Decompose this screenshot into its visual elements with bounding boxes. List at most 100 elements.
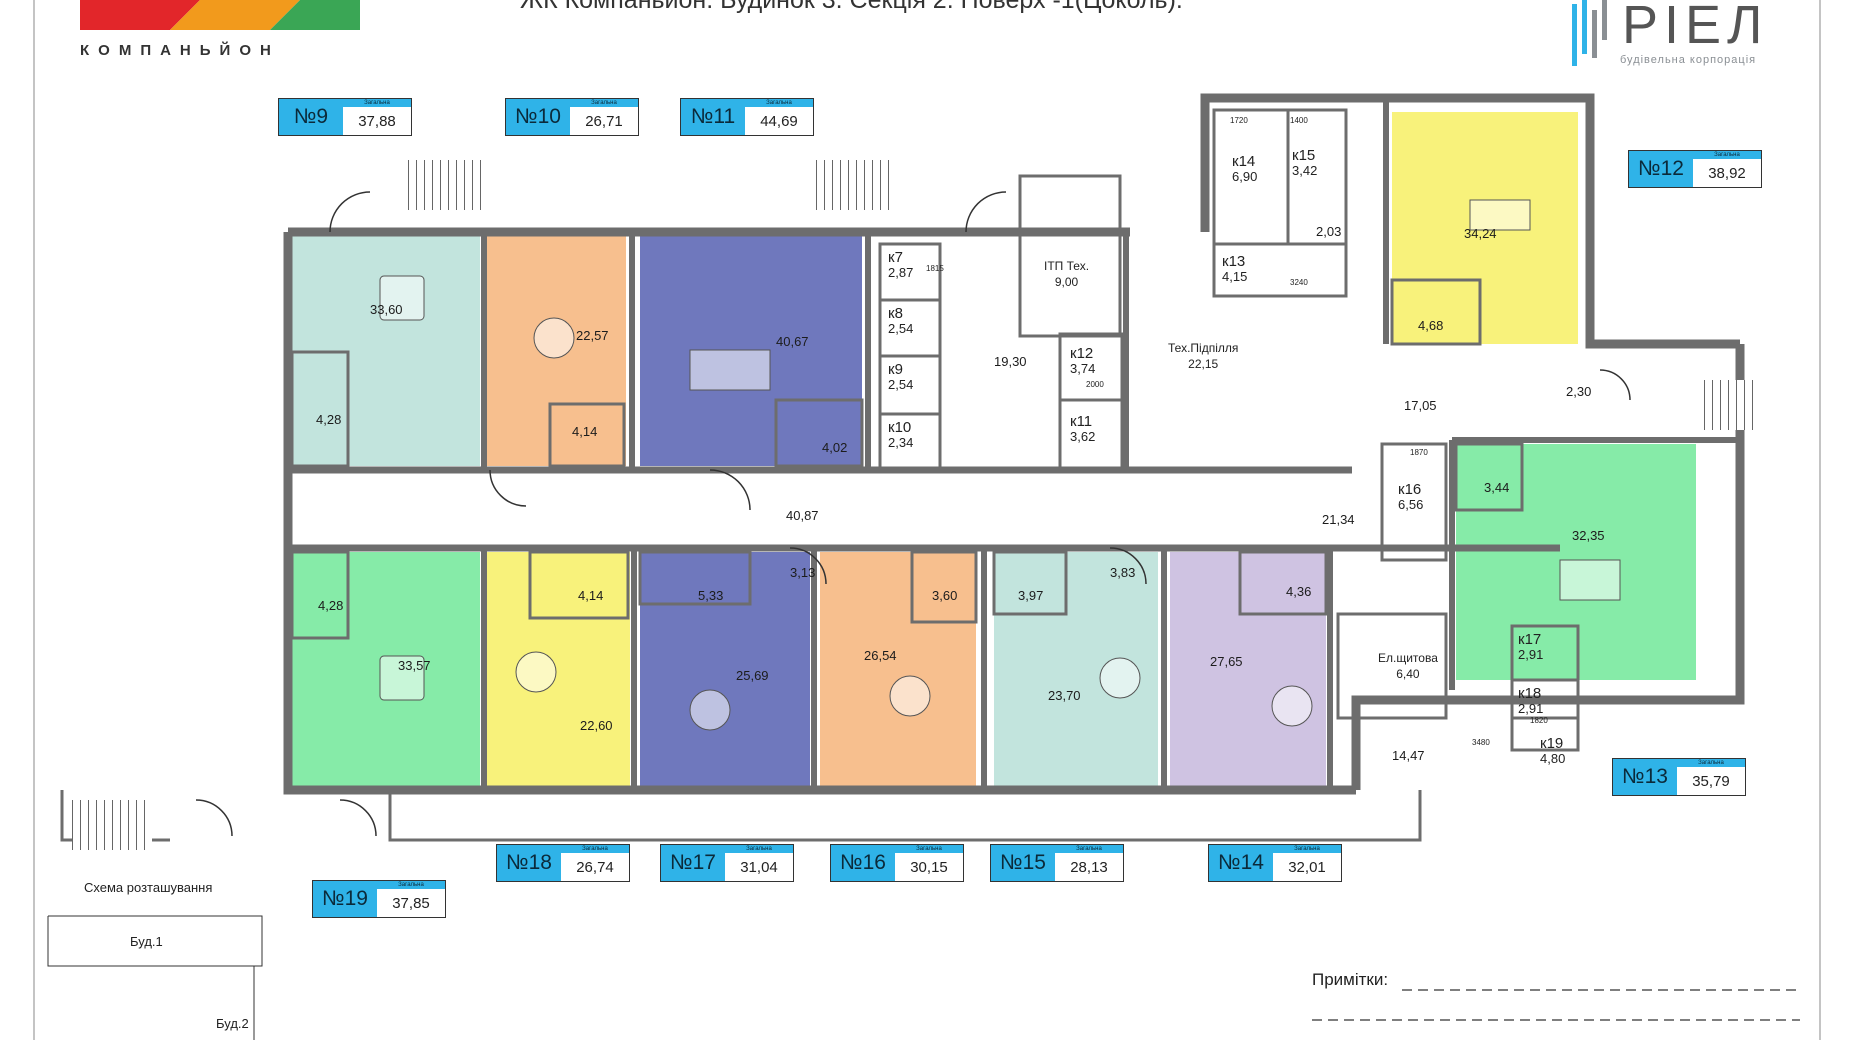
apartment-area: 31,04	[740, 859, 778, 876]
room-fills	[290, 112, 1696, 788]
scheme-bud1: Буд.1	[130, 934, 163, 949]
storage-name: к11	[1070, 413, 1093, 430]
stairs-e	[1700, 380, 1760, 430]
apt18-bath-walls	[528, 550, 630, 620]
dimension-1400: 1400	[1290, 116, 1308, 125]
apt14-fill	[1170, 552, 1326, 788]
apartment-number: №15	[991, 845, 1055, 881]
storage-area: 3,42	[1292, 163, 1318, 178]
room-area-a10-bath: 4,14	[572, 424, 598, 439]
room-area-a13-main: 32,35	[1572, 528, 1605, 543]
room-area-hall-2: 14,47	[1392, 748, 1425, 763]
apartment-area: 28,13	[1070, 859, 1108, 876]
storage-area: 2,54	[888, 321, 914, 336]
room-area-a18-bath: 4,14	[578, 588, 604, 603]
apt18-fill	[484, 552, 630, 788]
apartment-area: 35,79	[1692, 773, 1730, 790]
storage-name: к13	[1222, 253, 1246, 270]
room-area-a15-bath: 3,97	[1018, 588, 1044, 603]
riel-logo-mark	[1572, 0, 1607, 66]
storage-area: 2,91	[1518, 701, 1544, 716]
kompanion-logo-text: КОМПАНЬЙОН	[80, 42, 280, 59]
storage-name: к9	[888, 361, 903, 378]
storage-area: 6,56	[1398, 497, 1424, 512]
storage-area: 3,74	[1070, 361, 1096, 376]
tech-room-label: Тех.Підпілля 22,15	[1168, 340, 1238, 372]
apartment-number: №19	[313, 881, 377, 917]
wall-outer-south	[283, 232, 1356, 795]
storage-area: 2,34	[888, 435, 914, 450]
room-area-vest-2: 3,83	[1110, 565, 1136, 580]
room-area-a19-bath: 4,28	[318, 598, 344, 613]
apartment-area-caption: Загальна	[1677, 759, 1745, 767]
room-area-a18-main: 22,60	[580, 718, 613, 733]
apartment-area: 38,92	[1708, 165, 1746, 182]
storage-name: к7	[888, 249, 903, 266]
apartment-area-caption: Загальна	[343, 99, 411, 107]
notes-label: Примітки:	[1312, 970, 1389, 989]
room-area-a13-bath: 3,44	[1484, 480, 1510, 495]
apartment-number: №9	[279, 99, 343, 135]
apartment-area: 37,88	[358, 113, 396, 130]
room-area-hall-1: 17,05	[1404, 398, 1437, 413]
storage-area: 2,54	[888, 377, 914, 392]
tech-room-area: 6,40	[1396, 667, 1420, 681]
apartment-area-caption: Загальна	[561, 845, 629, 853]
apt17-bath-walls	[638, 550, 752, 606]
apartment-area: 30,15	[910, 859, 948, 876]
tech-room-area: 9,00	[1054, 275, 1079, 289]
apartment-area-caption: Загальна	[725, 845, 793, 853]
apartment-area-caption: Загальна	[745, 99, 813, 107]
room-area-a17-main: 25,69	[736, 668, 769, 683]
room-area-corr-top: 19,30	[994, 354, 1027, 369]
apt9-bath-walls	[290, 350, 350, 468]
tech-room-area: 22,15	[1188, 357, 1219, 371]
itp-walls	[1018, 174, 1122, 338]
scheme-title: Схема розташування	[84, 880, 213, 895]
tech-room-name: Ел.щитова	[1378, 651, 1438, 665]
apt16-bath-walls	[910, 550, 978, 624]
room-area-corr-right: 21,34	[1322, 512, 1355, 527]
dimension-3240: 3240	[1290, 278, 1308, 287]
storage-name: к14	[1232, 153, 1256, 170]
room-area-a16-bath: 3,60	[932, 588, 958, 603]
room-area-a10-main: 22,57	[576, 328, 609, 343]
storage-area: 2,91	[1518, 647, 1544, 662]
room-area-a15-main: 23,70	[1048, 688, 1081, 703]
stairs-n	[810, 160, 890, 210]
notes-lines	[1312, 989, 1800, 1021]
apartment-number: №11	[681, 99, 745, 135]
apartment-area-caption: Загальна	[1273, 845, 1341, 853]
apt11-bath-walls	[774, 398, 864, 468]
room-area-vest-1: 3,13	[790, 565, 816, 580]
tech-room-label: ІТП Тех.9,00	[1044, 258, 1089, 290]
apartment-area-caption: Загальна	[895, 845, 963, 853]
scheme-bud2: Буд.2	[216, 1016, 249, 1031]
storage-name: к15	[1292, 147, 1316, 164]
room-area-a11-bath: 4,02	[822, 440, 848, 455]
tech-room-name: Тех.Підпілля	[1168, 341, 1239, 355]
apartment-number: №18	[497, 845, 561, 881]
apartment-area: 26,71	[585, 113, 623, 130]
room-area-corr-left: 40,87	[786, 508, 819, 523]
apartment-number: №17	[661, 845, 725, 881]
tech-room-label: Ел.щитова 6,40	[1378, 650, 1438, 682]
